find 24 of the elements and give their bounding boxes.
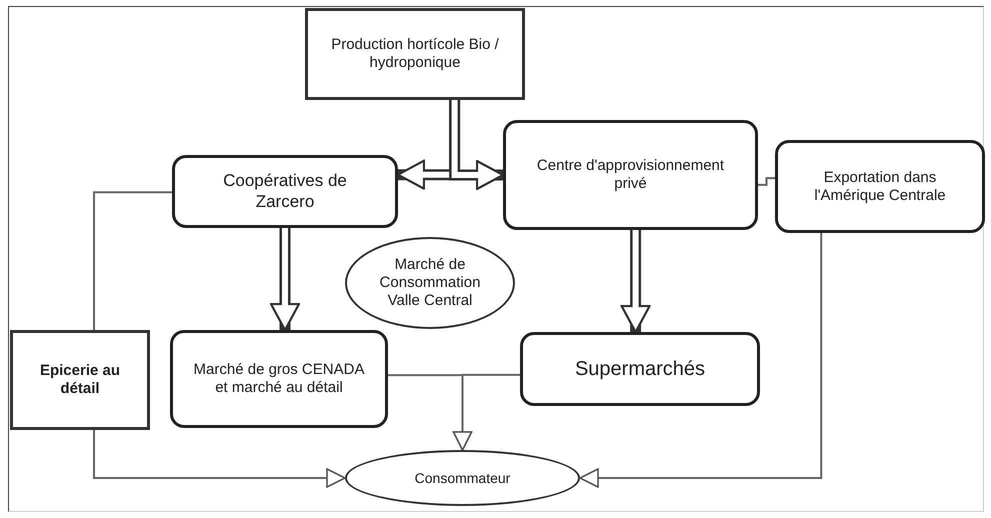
process-box	[170, 330, 388, 428]
node-label: Coopératives de Zarcero	[222, 171, 348, 212]
process-box	[520, 332, 760, 406]
connector-line	[758, 177, 775, 186]
node-label: Marché de Consommation Valle Central	[378, 256, 482, 310]
block-arrow	[270, 228, 300, 332]
process-box	[10, 330, 150, 430]
arrow	[452, 374, 520, 451]
node-label: Centre d'approvisionnement privé	[536, 157, 725, 193]
node-label: Consommateur	[414, 470, 510, 486]
node-label: Supermarchés	[574, 357, 706, 381]
node-label: Production hortícole Bio / hydroponique	[330, 36, 500, 72]
process-box	[775, 140, 985, 233]
arrow	[579, 233, 822, 488]
arrow	[93, 430, 346, 488]
connector-line	[93, 191, 172, 330]
node-label: Exportation dans l'Amérique Centrale	[813, 168, 947, 204]
block-arrow	[449, 100, 504, 190]
node-label: Marché de gros CENADA et marché au détail	[193, 361, 365, 397]
block-arrow	[620, 230, 651, 334]
process-box	[305, 8, 525, 100]
node-label: Epicerie au détail	[38, 362, 122, 398]
process-box	[503, 120, 758, 230]
process-box	[172, 155, 398, 228]
